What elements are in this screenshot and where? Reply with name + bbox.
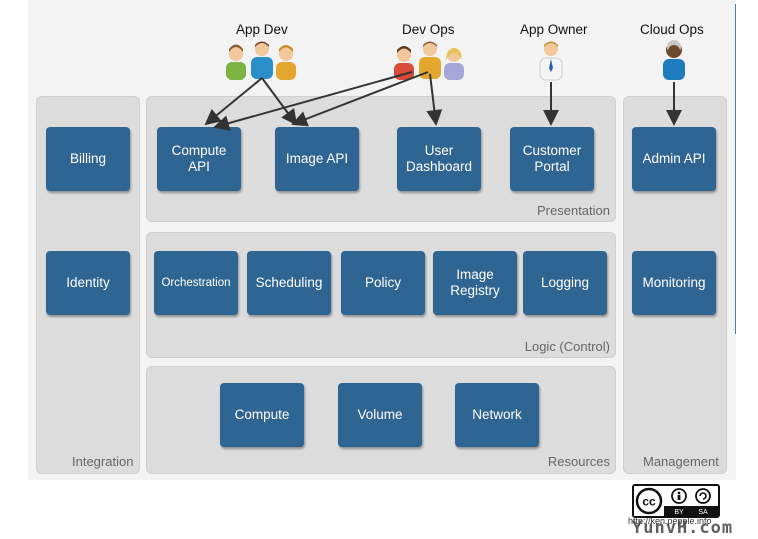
creative-commons-badge: cc BY SA xyxy=(632,484,720,518)
app-dev-people-icon xyxy=(226,41,296,80)
by-text: BY xyxy=(674,509,684,516)
orchestration-box: Orchestration xyxy=(154,251,238,315)
compute-api-box: Compute API xyxy=(157,127,241,191)
cc-by-sa-icon: cc BY SA xyxy=(634,486,718,516)
credit-url: http://ken.pepple.info xyxy=(628,516,712,526)
image-registry-box: Image Registry xyxy=(433,251,517,315)
cloud-ops-label: Cloud Ops xyxy=(640,22,704,37)
image-api-box: Image API xyxy=(275,127,359,191)
admin-api-box: Admin API xyxy=(632,127,716,191)
sa-text: SA xyxy=(698,509,708,516)
scheduling-box: Scheduling xyxy=(247,251,331,315)
monitoring-box: Monitoring xyxy=(632,251,716,315)
management-label: Management xyxy=(643,454,719,469)
logic-label: Logic (Control) xyxy=(524,339,610,354)
logging-box: Logging xyxy=(523,251,607,315)
resources-label: Resources xyxy=(547,454,610,469)
billing-box: Billing xyxy=(46,127,130,191)
network-box: Network xyxy=(455,383,539,447)
integration-label: Integration xyxy=(72,454,134,469)
cc-text: cc xyxy=(642,495,656,509)
customer-portal-box: Customer Portal xyxy=(510,127,594,191)
divider-line xyxy=(735,4,736,334)
policy-box: Policy xyxy=(341,251,425,315)
identity-box: Identity xyxy=(46,251,130,315)
app-dev-label: App Dev xyxy=(236,22,288,37)
dev-ops-label: Dev Ops xyxy=(402,22,455,37)
app-owner-person-icon xyxy=(539,41,563,81)
compute-box: Compute xyxy=(220,383,304,447)
volume-box: Volume xyxy=(338,383,422,447)
watermark: YunvH.com xyxy=(632,518,734,538)
cloud-ops-person-icon xyxy=(663,40,685,80)
app-owner-label: App Owner xyxy=(520,22,588,37)
user-dashboard-box: User Dashboard xyxy=(397,127,481,191)
dev-ops-people-icon xyxy=(394,41,464,80)
presentation-label: Presentation xyxy=(537,203,610,218)
